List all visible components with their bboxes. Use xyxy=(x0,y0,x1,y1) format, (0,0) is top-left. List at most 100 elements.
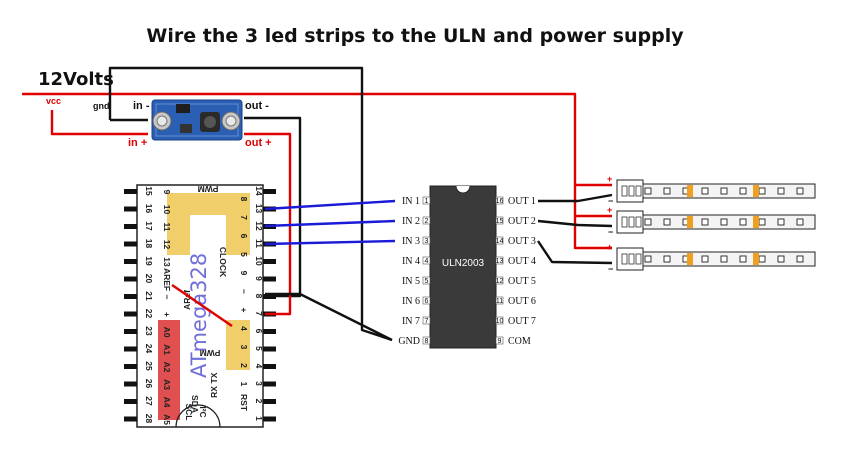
arduino-bottom-pin-number: 14 xyxy=(254,186,264,196)
arduino-column-a-label: 7 xyxy=(239,215,249,220)
strip-plus-label: + xyxy=(607,174,612,184)
diagram-title: Wire the 3 led strips to the ULN and pow… xyxy=(146,25,684,47)
arduino-left-pin xyxy=(124,241,137,247)
arduino-i2c-label: I²C xyxy=(198,406,208,417)
arduino-bottom-pin-number: 3 xyxy=(254,381,264,386)
wire-out1-to-strip1 xyxy=(538,193,613,203)
arduino-column-a-label: + xyxy=(239,308,249,313)
wires xyxy=(22,66,613,342)
uln-output-label: OUT 7 xyxy=(508,316,536,327)
strip-minus-label: − xyxy=(608,227,613,237)
arduino-bottom-pin-number: 13 xyxy=(254,204,264,214)
strip-led xyxy=(758,218,766,226)
arduino-column-b-label: 10 xyxy=(162,205,172,215)
uln-input-label: GND xyxy=(398,336,420,347)
arduino-column-b-label: A4 xyxy=(162,397,172,408)
arduino-bottom-pin-number: 8 xyxy=(254,294,264,299)
arduino-column-a-label: 4 xyxy=(239,326,249,331)
arduino-right-pin xyxy=(263,381,276,387)
uln-input-label: IN 7 xyxy=(402,316,420,327)
uln-left-pin xyxy=(422,216,431,225)
uln-right-pin-number: 16 xyxy=(496,198,504,205)
uln-right-pin xyxy=(495,236,504,245)
uln-input-label: IN 1 xyxy=(402,196,420,207)
uln-right-pin-number: 14 xyxy=(496,238,504,245)
led-strip: +− xyxy=(607,205,816,237)
converter-in-minus-label: in - xyxy=(133,100,150,112)
uln-left-pin xyxy=(422,276,431,285)
arduino-top-pin-number: 27 xyxy=(144,396,154,406)
arduino-top-pin-number: 20 xyxy=(144,274,154,284)
converter-out-minus-label: out - xyxy=(245,100,269,112)
strip-cut-mark xyxy=(687,216,693,228)
arduino-left-pin xyxy=(124,311,137,317)
arduino-right-pin xyxy=(263,416,276,422)
arduino-column-a-label: 3 xyxy=(239,345,249,350)
arduino-column-b-label: A3 xyxy=(162,379,172,390)
arduino-right-pin xyxy=(263,329,276,334)
uln-output-label: OUT 5 xyxy=(508,276,536,287)
arduino-top-pin-number: 24 xyxy=(144,344,154,354)
arduino-left-pin xyxy=(124,364,137,369)
strip-led xyxy=(720,187,728,195)
arduino-right-pin xyxy=(263,259,276,264)
converter-in-plus-label: in + xyxy=(128,137,147,149)
strip-led xyxy=(739,255,747,263)
arduino-bottom-pin-number: 6 xyxy=(254,329,264,334)
arduino-right-pin xyxy=(263,399,276,404)
uln-output-label: OUT 4 xyxy=(508,256,536,267)
uln-input-label: IN 6 xyxy=(402,296,420,307)
arduino-bottom-pin-number: 11 xyxy=(254,239,264,248)
strip-led xyxy=(758,187,766,195)
strip-led xyxy=(720,218,728,226)
arduino-bottom-pin-number: 9 xyxy=(254,276,264,281)
uln-left-pin-number: 1 xyxy=(425,198,429,205)
arduino-bottom-pin-number: 12 xyxy=(254,221,264,231)
arduino-column-b-label: 11 xyxy=(162,223,172,232)
arduino-column-a-label: RST xyxy=(239,394,249,412)
arduino-column-b-label: A1 xyxy=(162,344,172,355)
wire-gnd-to-uln xyxy=(108,66,393,342)
arduino-aref-label: ARef xyxy=(182,290,192,310)
arduino-pwm-top-label: PWM xyxy=(198,184,219,194)
arduino-left-pin xyxy=(124,276,137,282)
strip-led xyxy=(701,187,709,195)
uln-left-pin-number: 2 xyxy=(425,218,429,225)
strip-led xyxy=(644,187,652,195)
arduino-top-pin-number: 15 xyxy=(144,186,154,196)
arduino-column-b-label: AREF xyxy=(162,268,172,291)
arduino-left-pin xyxy=(124,381,137,387)
uln-output-label: OUT 1 xyxy=(508,196,536,207)
uln-output-label: OUT 2 xyxy=(508,216,536,227)
arduino-right-pin xyxy=(263,364,276,369)
uln-right-pin-number: 9 xyxy=(498,338,502,345)
strip-led xyxy=(644,218,652,226)
led-strip: +− xyxy=(607,174,816,206)
arduino-column-b-label: 12 xyxy=(162,240,172,250)
strip-led xyxy=(701,255,709,263)
arduino-column-b-label: − xyxy=(162,295,172,300)
arduino-left-pin xyxy=(124,416,137,422)
wire-d6-to-in2 xyxy=(264,219,396,228)
arduino-left-pin xyxy=(124,294,137,299)
led-strip: +− xyxy=(607,242,816,274)
supply-gnd-label: gnd xyxy=(93,101,110,111)
wire-d7-to-in1 xyxy=(264,199,396,211)
arduino-scl-label: SCL xyxy=(184,404,194,421)
wire-arduino-jumper xyxy=(171,284,233,327)
arduino-left-pin xyxy=(124,329,137,334)
arduino-column-b-label: A2 xyxy=(162,362,172,373)
uln-left-pin-number: 3 xyxy=(425,238,429,245)
arduino-bottom-pin-number: 4 xyxy=(254,364,264,369)
strip-led xyxy=(663,187,671,195)
strip-led xyxy=(720,255,728,263)
strip-led xyxy=(663,218,671,226)
wire-out2-to-strip2 xyxy=(537,219,613,228)
uln-input-label: IN 4 xyxy=(402,256,420,267)
arduino-column-b-label: A0 xyxy=(162,327,172,338)
supply-voltage-label: 12Volts xyxy=(38,69,114,90)
wire-arduino-gnd-to-uln xyxy=(265,292,393,342)
uln-input-label: IN 3 xyxy=(402,236,420,247)
